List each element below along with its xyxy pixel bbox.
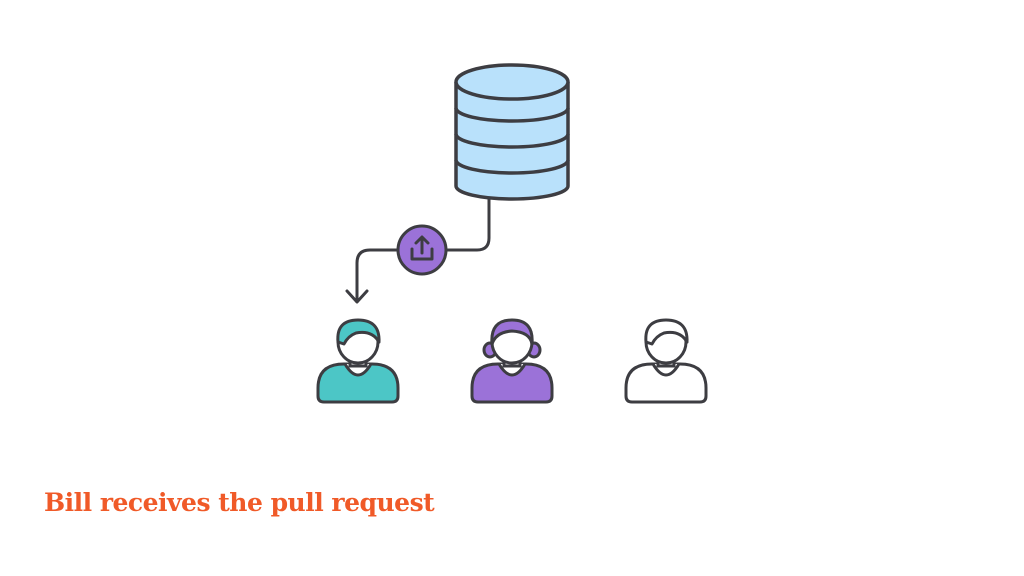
user-avatar-icon [624,318,708,404]
slide-caption: Bill receives the pull request [44,488,435,517]
connector-line-left [355,248,400,302]
upload-icon [396,224,448,276]
connector-line [444,196,491,252]
user-avatar-icon [470,318,554,404]
user-avatar-icon [316,318,400,404]
database-icon [454,63,570,201]
arrow-down-icon [345,289,369,304]
